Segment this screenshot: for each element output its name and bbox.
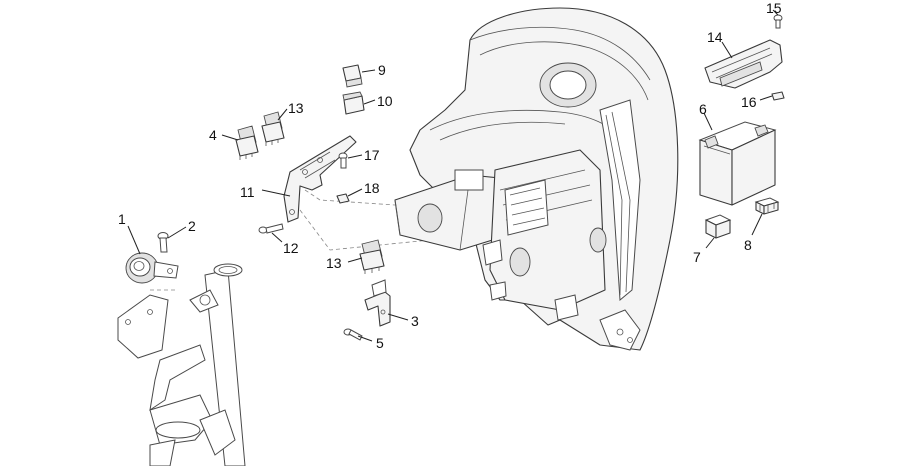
callout-13-lower: 13 bbox=[326, 255, 342, 271]
callout-9: 9 bbox=[378, 62, 386, 78]
part-13-relay-upper bbox=[261, 111, 285, 146]
callout-4: 4 bbox=[209, 127, 217, 143]
callout-7: 7 bbox=[693, 249, 701, 265]
callout-8: 8 bbox=[744, 237, 752, 253]
part-13-relay-lower bbox=[359, 239, 385, 274]
part-9-relay bbox=[342, 64, 363, 88]
callout-16: 16 bbox=[741, 94, 757, 110]
callout-15: 15 bbox=[766, 0, 782, 16]
callout-10: 10 bbox=[377, 93, 393, 109]
part-4-relay bbox=[235, 125, 259, 160]
callout-5: 5 bbox=[376, 335, 384, 351]
frame-steering-column bbox=[117, 263, 246, 466]
part-1-horn bbox=[125, 252, 179, 284]
part-5-screw bbox=[343, 328, 363, 341]
part-15-screw bbox=[773, 14, 783, 29]
underseat-storage-compartment bbox=[394, 7, 679, 351]
callout-1: 1 bbox=[118, 211, 126, 227]
part-10-fuse-box bbox=[342, 91, 365, 115]
callout-18: 18 bbox=[364, 180, 380, 196]
part-17-screw bbox=[338, 152, 348, 169]
callout-3: 3 bbox=[411, 313, 419, 329]
part-16-clip bbox=[771, 91, 785, 101]
callout-2: 2 bbox=[188, 218, 196, 234]
leader-lines bbox=[127, 9, 779, 342]
callout-12: 12 bbox=[283, 240, 299, 256]
callout-11: 11 bbox=[240, 184, 255, 200]
callout-14: 14 bbox=[707, 29, 723, 45]
part-8-fuse bbox=[754, 197, 780, 215]
part-14-battery-cover bbox=[704, 39, 783, 89]
callout-13-upper: 13 bbox=[288, 100, 304, 116]
callout-6: 6 bbox=[699, 101, 707, 117]
callout-17: 17 bbox=[364, 147, 380, 163]
part-7-fuse bbox=[704, 214, 732, 239]
part-18-nut bbox=[336, 193, 350, 204]
part-3-bracket bbox=[364, 279, 391, 327]
callout-labels: 1 2 3 4 5 6 7 8 9 10 11 12 13 13 14 15 1… bbox=[118, 0, 782, 351]
part-2-screw bbox=[157, 232, 169, 253]
part-11-bracket bbox=[283, 135, 357, 223]
part-6-battery bbox=[698, 121, 777, 206]
part-12-screw bbox=[258, 223, 284, 234]
